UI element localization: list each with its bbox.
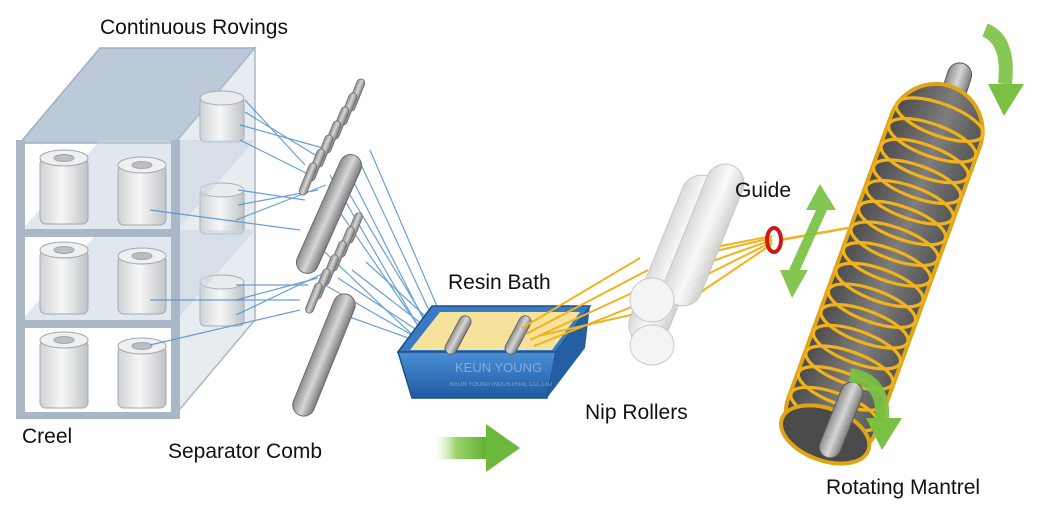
creel-label: Creel [22,425,73,448]
separator-comb [292,78,366,417]
upper-comb-rod [295,154,363,274]
watermark-brand: KEUN YOUNG [455,360,542,375]
creel-back-spools [199,90,245,327]
continuous-rovings-label: Continuous Rovings [100,16,288,39]
resin-bath-label: Resin Bath [448,271,551,294]
upper-comb-pins [298,78,366,196]
lower-comb-pins [305,212,363,314]
roving-fibers [149,99,449,346]
guide-label: Guide [735,179,792,202]
resin-bath-tank: KEUN YOUNG KEUN YOUNG INDUSTRIAL CO.,LTD [396,305,592,399]
creel-rack [16,45,257,419]
rotating-mandrel [779,62,985,466]
creel-frame [16,140,180,419]
oscillation-arrow-icon [780,184,836,298]
rotation-arrow-bottom-icon [848,368,902,450]
separator-comb-label: Separator Comb [168,440,323,463]
process-flow-arrow-icon [430,424,520,472]
watermark-company: KEUN YOUNG INDUSTRIAL CO.,LTD [450,382,553,388]
guide-ring [765,226,783,254]
rotating-mantrel-label: Rotating Mantrel [826,476,981,499]
lower-comb-rod [292,293,356,417]
nip-rollers [628,163,745,366]
nip-rollers-label: Nip Rollers [585,401,688,424]
rotation-arrow-top-icon [981,23,1024,116]
